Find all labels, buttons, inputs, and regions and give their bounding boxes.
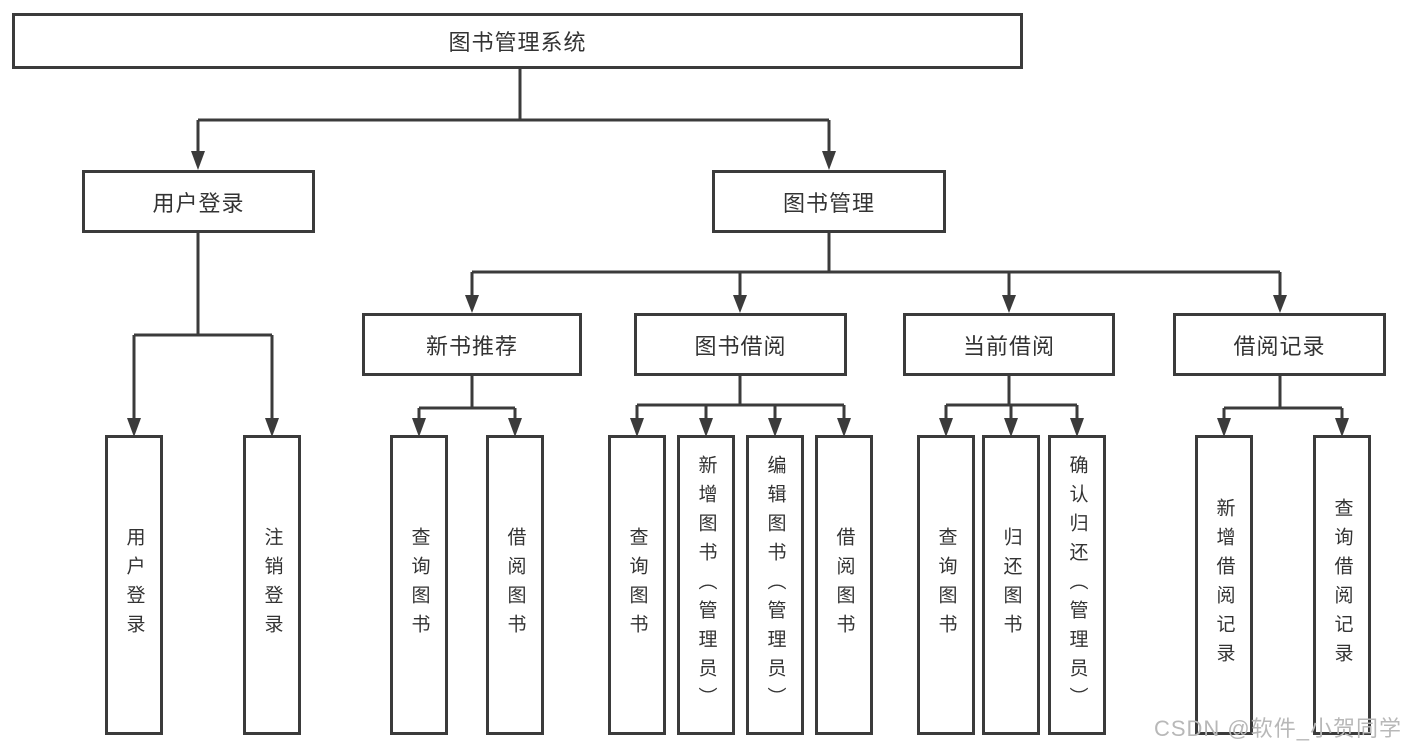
node-leaf-add-borrow-record: 新增借阅记录 — [1195, 435, 1253, 735]
node-leaf-user-login: 用户登录 — [105, 435, 163, 735]
node-root-system: 图书管理系统 — [12, 13, 1023, 69]
node-current-borrow: 当前借阅 — [903, 313, 1115, 376]
node-leaf-edit-book-admin: 编辑图书（管理员） — [746, 435, 804, 735]
node-leaf-query-borrow-record: 查询借阅记录 — [1313, 435, 1371, 735]
node-book-borrow: 图书借阅 — [634, 313, 847, 376]
node-leaf-return-books: 归还图书 — [982, 435, 1040, 735]
node-leaf-logout: 注销登录 — [243, 435, 301, 735]
node-leaf-borrow-books: 借阅图书 — [815, 435, 873, 735]
node-leaf-query-books-borrow: 查询图书 — [608, 435, 666, 735]
node-borrow-records: 借阅记录 — [1173, 313, 1386, 376]
node-leaf-borrow-books-recommend: 借阅图书 — [486, 435, 544, 735]
node-book-management: 图书管理 — [712, 170, 946, 233]
watermark: CSDN @软件_小贺同学 — [1153, 716, 1402, 741]
node-leaf-query-books-recommend: 查询图书 — [390, 435, 448, 735]
node-new-book-recommend: 新书推荐 — [362, 313, 582, 376]
node-leaf-confirm-return-admin: 确认归还（管理员） — [1048, 435, 1106, 735]
node-leaf-add-book-admin: 新增图书（管理员） — [677, 435, 735, 735]
node-leaf-query-books-current: 查询图书 — [917, 435, 975, 735]
node-user-login-branch: 用户登录 — [82, 170, 315, 233]
